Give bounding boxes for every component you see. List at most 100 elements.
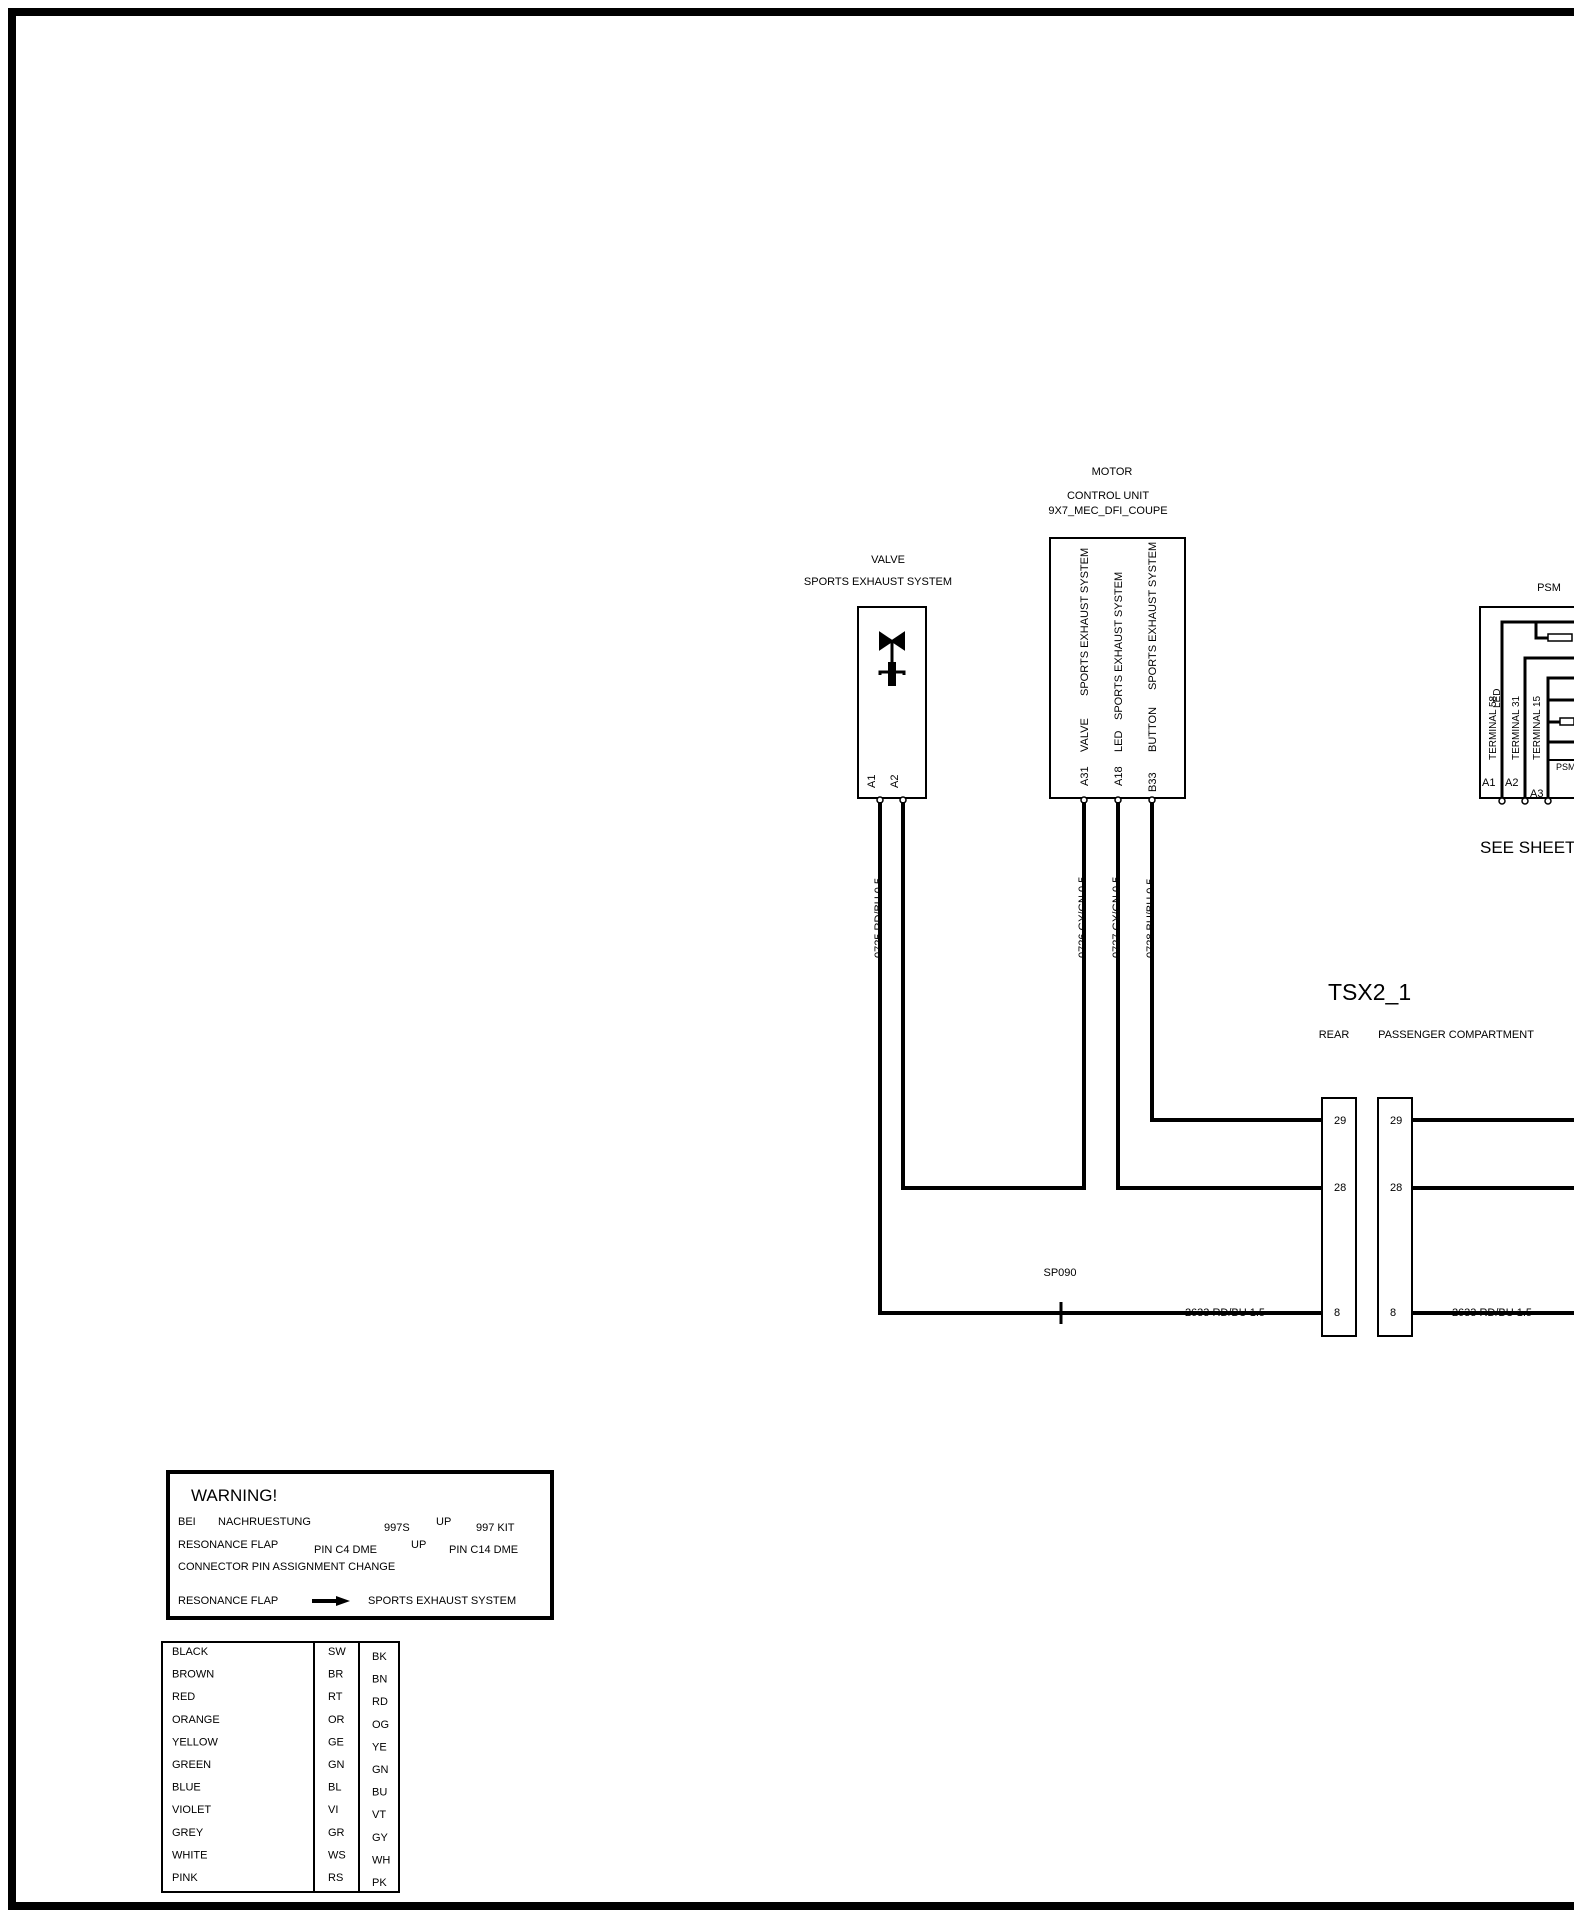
legend-color-name: YELLOW <box>172 1736 218 1748</box>
legend-color-code-de: OR <box>328 1714 345 1726</box>
connector-passenger-label: PASSENGER COMPARTMENT <box>1378 1029 1534 1041</box>
warning-up-2: UP <box>411 1539 426 1551</box>
psm-pin-a1: A1 <box>1482 777 1495 789</box>
mcu-title-3: 9X7_MEC_DFI_COUPE <box>1048 505 1167 517</box>
wire-label-2633-passenger: 2633 RD/BU 1.5 <box>1452 1307 1532 1319</box>
wire-mcu-a18-to-pin28 <box>1116 802 1322 1190</box>
connector-passenger-pin-28: 28 <box>1390 1182 1402 1194</box>
legend-color-code-de: GN <box>328 1759 345 1771</box>
legend-color-code-de: GR <box>328 1827 345 1839</box>
valve-box <box>857 606 927 799</box>
wire-valve-a1-to-pin8 <box>878 802 1322 1315</box>
connector-rear-pin-8: 8 <box>1334 1307 1340 1319</box>
legend-color-code-de: RS <box>328 1872 343 1884</box>
psm-pin-a3: A3 <box>1530 788 1543 800</box>
psm-see-sheet: SEE SHEET <box>1480 838 1574 857</box>
legend-color-code-de: RT <box>328 1691 343 1703</box>
mcu-pin-a31: A31 VALVE SPORTS EXHAUST SYSTEM <box>1079 548 1091 786</box>
connector-passenger-pin-29: 29 <box>1390 1115 1402 1127</box>
legend-color-code-en: BU <box>372 1787 387 1799</box>
valve-title-2: SPORTS EXHAUST SYSTEM <box>804 576 952 588</box>
legend-color-code-en: BN <box>372 1674 387 1686</box>
mcu-pin-label: A18 <box>1113 766 1125 786</box>
splice-sp090: SP090 <box>1043 1267 1077 1324</box>
legend-color-code-en: GY <box>372 1832 389 1844</box>
wires <box>878 802 1574 1315</box>
legend-color-name: PINK <box>172 1872 198 1884</box>
wire-mcu-b33-to-pin29 <box>1150 802 1322 1122</box>
connector-tsx2-1: TSX2_1 REAR PASSENGER COMPARTMENT 29 28 … <box>1319 979 1534 1337</box>
mcu-pin-label: B33 <box>1147 772 1159 792</box>
arrow-right-icon <box>312 1596 350 1606</box>
warning-title: WARNING! <box>191 1486 277 1505</box>
legend-color-code-en: GN <box>372 1764 389 1776</box>
legend-color-name: ORANGE <box>172 1714 220 1726</box>
wire-label-2633-rear: 2633 RD/BU 1.5 <box>1185 1307 1265 1319</box>
psm-title: PSM <box>1537 582 1561 594</box>
mcu-title-1: MOTOR <box>1092 466 1133 478</box>
warning-pin-c4: PIN C4 DME <box>314 1544 377 1556</box>
psm-terminal-a2 <box>1521 797 1529 805</box>
splice-label: SP090 <box>1043 1267 1076 1279</box>
legend-color-code-en: OG <box>372 1719 389 1731</box>
legend-row: GREEN GN GN <box>172 1759 389 1776</box>
connector-title: TSX2_1 <box>1328 979 1411 1005</box>
connector-rear-label: REAR <box>1319 1029 1350 1041</box>
psm-terminal-a3 <box>1544 797 1552 805</box>
legend-row: BROWN BR BN <box>172 1669 387 1686</box>
psm-label-terminal-15: TERMINAL 15 <box>1532 695 1543 760</box>
legend-color-name: GREEN <box>172 1759 211 1771</box>
connector-rear-pin-28: 28 <box>1334 1182 1346 1194</box>
mcu-pin-function: LED <box>1113 731 1125 752</box>
legend-color-name: BLACK <box>172 1646 209 1658</box>
legend-row: WHITE WS WH <box>172 1849 390 1866</box>
legend-color-code-en: YE <box>372 1741 387 1753</box>
warning-bei: BEI <box>178 1516 196 1528</box>
valve-component: VALVE SPORTS EXHAUST SYSTEM A1 A2 <box>804 554 952 804</box>
legend-color-code-en: VT <box>372 1809 386 1821</box>
legend-color-code-en: BK <box>372 1651 387 1663</box>
legend-color-name: GREY <box>172 1827 204 1839</box>
mcu-pin-function: VALVE <box>1079 718 1091 752</box>
mcu-pin-system: SPORTS EXHAUST SYSTEM <box>1113 572 1125 720</box>
connector-passenger-housing <box>1377 1097 1413 1337</box>
psm-terminal-a1 <box>1498 797 1506 805</box>
warning-resonance-flap: RESONANCE FLAP <box>178 1539 278 1551</box>
legend-row: ORANGE OR OG <box>172 1714 389 1731</box>
legend-color-name: VIOLET <box>172 1804 211 1816</box>
valve-title-1: VALVE <box>871 554 905 566</box>
legend-color-code-en: WH <box>372 1854 390 1866</box>
valve-pin-a2: A2 <box>889 775 901 788</box>
legend-color-name: BROWN <box>172 1669 214 1681</box>
psm-component: PSM TERMINAL 58 LED TERMINAL 31 TERMINAL… <box>1479 582 1574 857</box>
legend-row: GREY GR GY <box>172 1827 389 1844</box>
psm-small-label: PSM <box>1556 762 1574 772</box>
mcu-pin-system: SPORTS EXHAUST SYSTEM <box>1147 542 1159 690</box>
warning-frame <box>166 1470 554 1620</box>
warning-sports-exhaust: SPORTS EXHAUST SYSTEM <box>368 1595 516 1607</box>
legend-color-name: RED <box>172 1691 195 1703</box>
motor-control-unit: MOTOR CONTROL UNIT 9X7_MEC_DFI_COUPE A31… <box>1048 466 1186 804</box>
sheet-frame <box>8 8 1574 1910</box>
warning-resonance-flap-2: RESONANCE FLAP <box>178 1595 278 1607</box>
legend-color-code-de: SW <box>328 1646 346 1658</box>
legend-color-name: WHITE <box>172 1849 207 1861</box>
legend-color-code-en: PK <box>372 1877 387 1889</box>
mcu-pin-function: BUTTON <box>1147 707 1159 752</box>
wire-label-0725: 0725 RD/BU 0.5 <box>873 878 885 958</box>
legend-color-code-de: BR <box>328 1669 343 1681</box>
psm-pin-a2: A2 <box>1505 777 1518 789</box>
psm-label-led: LED <box>1492 689 1503 708</box>
legend-color-code-de: GE <box>328 1736 344 1748</box>
warning-up-1: UP <box>436 1516 451 1528</box>
warning-connector-change: CONNECTOR PIN ASSIGNMENT CHANGE <box>178 1561 395 1573</box>
legend-color-name: BLUE <box>172 1782 201 1794</box>
legend-row: VIOLET VI VT <box>172 1804 386 1821</box>
legend-color-code-de: VI <box>328 1804 338 1816</box>
legend-color-code-de: WS <box>328 1849 346 1861</box>
warning-997s: 997S <box>384 1522 410 1534</box>
mcu-pin-b33: B33 BUTTON SPORTS EXHAUST SYSTEM <box>1147 542 1159 792</box>
mcu-title-2: CONTROL UNIT <box>1067 490 1149 502</box>
